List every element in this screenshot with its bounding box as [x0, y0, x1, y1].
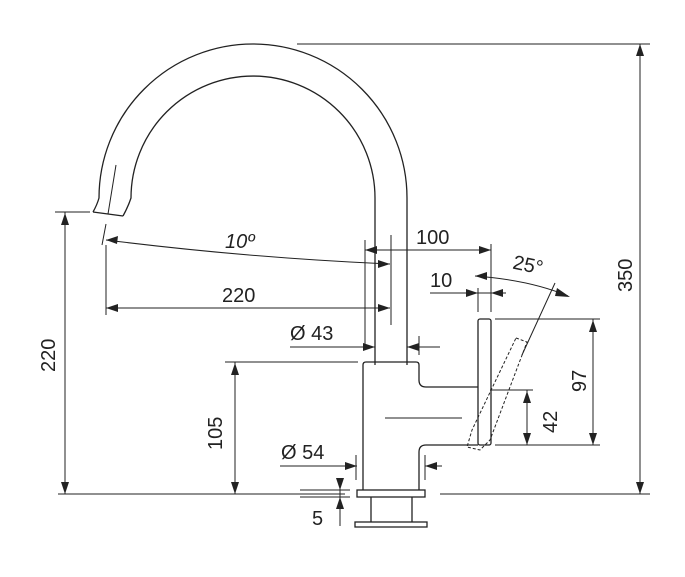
- handle-tilted: [466, 337, 528, 451]
- label-spout-height: 220: [38, 339, 60, 372]
- faucet-outline: [92, 43, 556, 528]
- label-handle-offset: 100: [416, 227, 449, 249]
- label-spout-diameter: Ø 43: [290, 323, 333, 345]
- base-stem: [370, 497, 413, 522]
- label-base-thickness: 5: [312, 508, 323, 530]
- label-handle-height: 97: [569, 370, 591, 392]
- label-handle-lower: 42: [540, 411, 562, 433]
- dimension-labels: 350 220 105 220 10º 100 10 25° 97 42 Ø 4…: [38, 227, 637, 530]
- dimension-lines: [55, 43, 650, 526]
- bottom-plate: [354, 521, 428, 528]
- handle: [477, 318, 492, 446]
- label-overall-height: 350: [615, 259, 637, 292]
- spout-outer: [92, 43, 408, 365]
- spout-tip-axis: [101, 164, 117, 246]
- label-spout-angle: 10º: [225, 231, 256, 253]
- faucet-body: [362, 361, 478, 490]
- spout-inner: [122, 75, 376, 365]
- label-body-height: 105: [205, 417, 227, 450]
- label-base-diameter: Ø 54: [281, 442, 324, 464]
- base-plate: [356, 489, 426, 498]
- label-reach: 220: [222, 285, 255, 307]
- label-handle-gap: 10: [430, 270, 452, 292]
- label-handle-angle: 25°: [511, 252, 545, 280]
